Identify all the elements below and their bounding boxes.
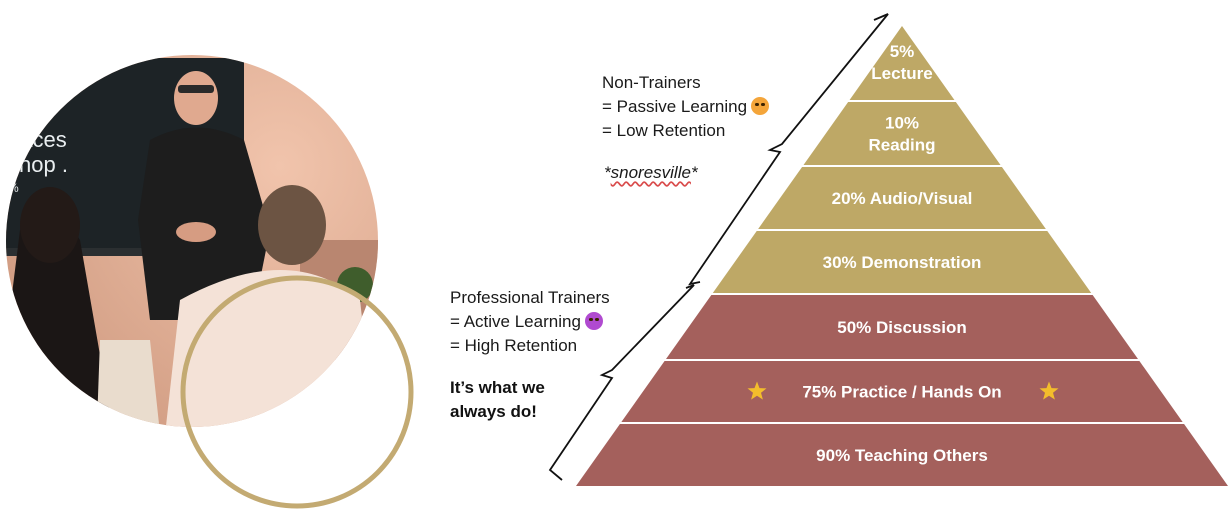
passive-learning-line: = Passive Learning: [602, 95, 770, 119]
snoresville-word: snoresville: [610, 163, 691, 182]
non-trainers-title: Non-Trainers: [602, 73, 701, 92]
active-learning-line: = Active Learning: [450, 310, 610, 334]
tier-4-label: 30% Demonstration: [823, 253, 982, 272]
tier-6-label: 75% Practice / Hands On: [802, 383, 1001, 402]
pyramid-tier-7: [576, 424, 1228, 486]
pyramid-tier-1: [849, 26, 955, 100]
trainer-photo-area: paces shop . %: [0, 0, 420, 516]
tier-5-label: 50% Discussion: [837, 318, 966, 337]
sleepy-face-icon: [751, 97, 770, 115]
non-trainers-annotation: Non-Trainers = Passive Learning = Low Re…: [602, 71, 770, 143]
tier-1-label-line1: 5%: [890, 42, 915, 61]
professional-trainers-title: Professional Trainers: [450, 288, 610, 307]
high-retention-line: = High Retention: [450, 336, 578, 355]
pyramid-tier-5: [666, 295, 1138, 359]
star-icon-left: [747, 381, 767, 400]
snoresville-note: *snoresville*: [604, 163, 698, 182]
professional-trainers-brace: [548, 284, 695, 481]
low-retention-line: = Low Retention: [602, 121, 726, 140]
pyramid-tier-4: [712, 231, 1092, 293]
pyramid-tier-6: [621, 361, 1183, 422]
tier-1-label-line2: Lecture: [871, 64, 932, 83]
non-trainers-brace: [688, 13, 889, 286]
tagline: It’s what we always do!: [450, 378, 545, 421]
tier-7-label: 90% Teaching Others: [816, 446, 988, 465]
tier-3-label: 20% Audio/Visual: [832, 189, 973, 208]
professional-trainers-annotation: Professional Trainers = Active Learning …: [450, 286, 610, 358]
tier-2-label-line2: Reading: [868, 136, 935, 155]
pyramid-tier-3: [758, 167, 1046, 229]
accent-ring: [180, 275, 414, 509]
star-icon-right: [1039, 381, 1059, 400]
grinning-face-icon: [584, 312, 603, 330]
pyramid-tier-2: [803, 102, 1001, 165]
trainer-photo: paces shop . %: [6, 55, 414, 509]
tier-2-label-line1: 10%: [885, 114, 919, 133]
